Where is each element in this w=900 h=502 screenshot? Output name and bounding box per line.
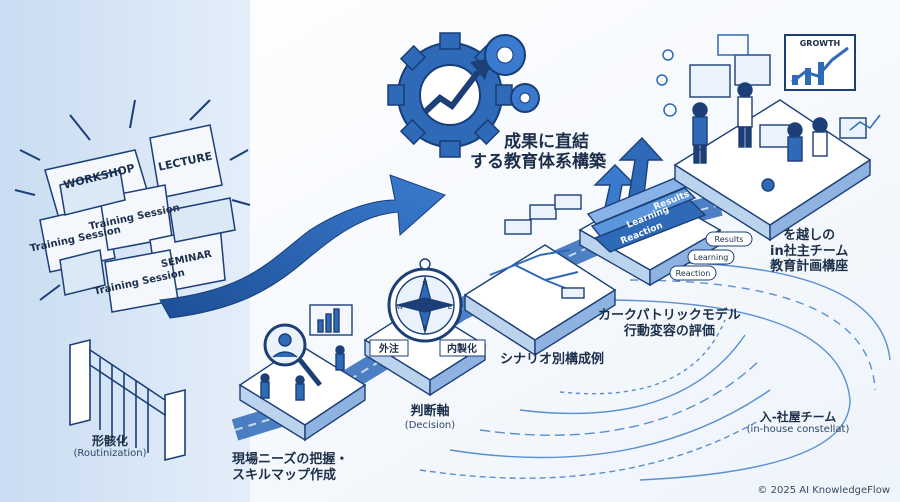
- compass-icon: N E W S: [387, 258, 463, 343]
- scenario-label: シナリオ別構成例: [500, 352, 604, 368]
- kirkpatrick-platform: [578, 136, 722, 287]
- radiating-arrows: [14, 99, 251, 301]
- program-label: を越しの in社主チーム 教育計画構座: [770, 228, 848, 275]
- chart-icons: [656, 34, 881, 131]
- tag-reaction: Reaction: [676, 269, 711, 278]
- training-blocks: [39, 124, 236, 313]
- kirkpatrick-tags: [669, 231, 753, 281]
- growth-board-label: GROWTH: [800, 39, 841, 48]
- kirkpatrick-line1: カークパトリックモデル: [598, 308, 741, 323]
- external-label: 外注: [378, 342, 399, 355]
- office-scene: [673, 34, 872, 242]
- needs-line1: 現場ニーズの把握・: [232, 452, 349, 467]
- inhouse-label: 入-社屋チーム (in-house constellat): [728, 410, 868, 436]
- program-line2: in社主チーム: [770, 243, 849, 259]
- tag-learning: Learning: [694, 253, 729, 262]
- inhouse-sub: (in-house constellat): [746, 424, 850, 436]
- barrier-gate-icon: [69, 338, 186, 462]
- tag-results: Results: [715, 235, 744, 244]
- svg-text:N: N: [422, 280, 427, 288]
- svg-text:S: S: [423, 324, 428, 332]
- svg-text:W: W: [397, 303, 404, 311]
- kirkpatrick-line2: 行動変容の評価: [623, 323, 715, 339]
- scenario-platform: [463, 194, 617, 357]
- internal-label: 内製化: [447, 342, 477, 355]
- scenario-title: シナリオ別構成例: [500, 352, 605, 367]
- decision-platform: N E W S: [363, 258, 487, 397]
- inhouse-title: 入-社屋チーム: [759, 410, 837, 424]
- routinization-sub: (Routinization): [73, 448, 147, 460]
- main-title-line2: する教育体系構築: [470, 152, 606, 173]
- kirkpatrick-label: カークパトリックモデル 行動変容の評価: [598, 308, 741, 339]
- main-title-line1: 成果に直結: [504, 132, 589, 152]
- program-line3: 教育計画構座: [770, 259, 849, 275]
- needs-platform: [238, 304, 367, 442]
- routinization-title: 形骸化: [91, 434, 128, 448]
- needs-line2: スキルマップ作成: [232, 467, 337, 483]
- gear-chart-icon: [387, 32, 540, 158]
- main-title: 成果に直結 する教育体系構築: [470, 132, 606, 173]
- copyright: © 2025 AI KnowledgeFlow: [757, 485, 890, 496]
- decision-title: 判断軸: [410, 404, 450, 419]
- growth-arrow: [159, 174, 446, 319]
- needs-label: 現場ニーズの把握・ スキルマップ作成: [232, 452, 348, 483]
- svg-text:E: E: [448, 303, 452, 311]
- program-line1: を越しの: [783, 228, 836, 243]
- decision-sub: (Decision): [404, 419, 456, 431]
- routinization-label: 形骸化 (Routinization): [40, 434, 180, 460]
- decision-label: 判断軸 (Decision): [370, 404, 490, 432]
